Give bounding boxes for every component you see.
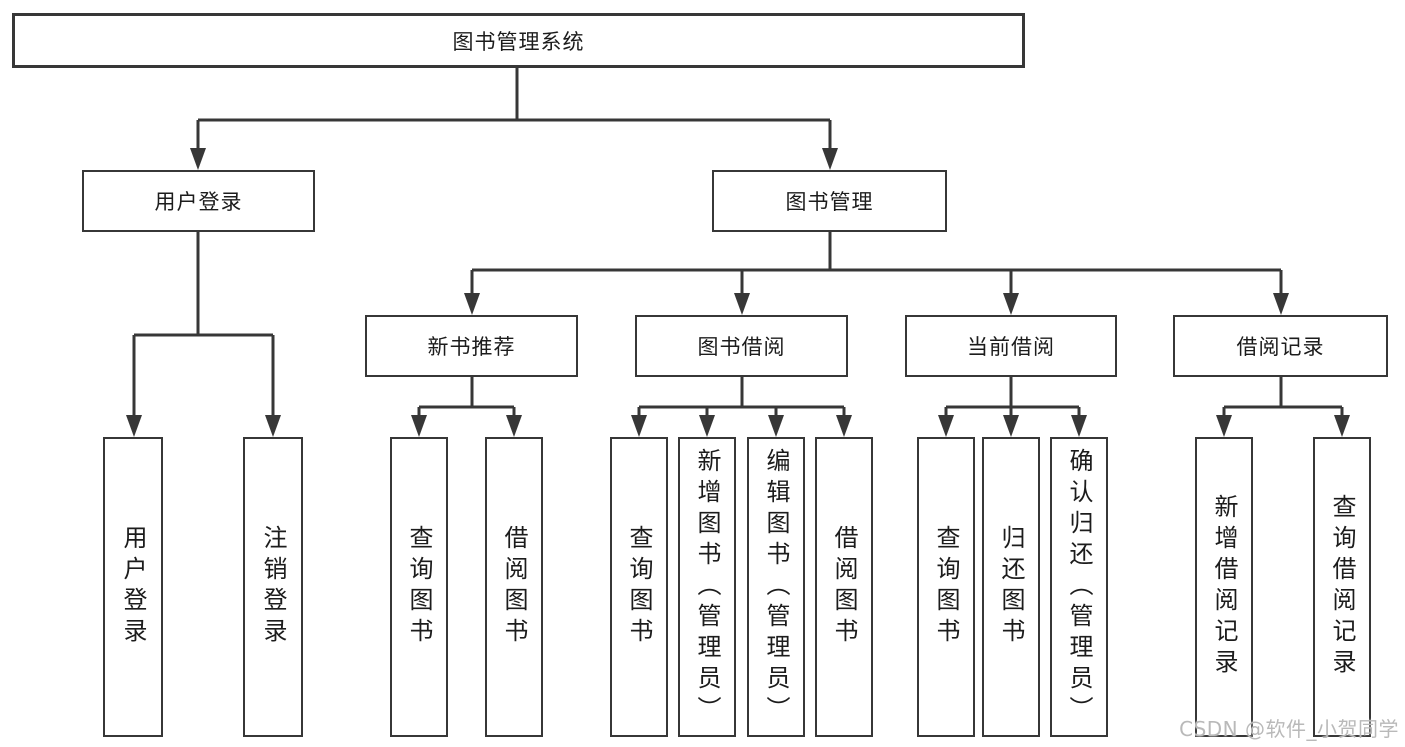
node-label: 借阅图书 — [830, 525, 858, 649]
node-label: 新增图书（管理员） — [693, 447, 721, 727]
node-current-borrowing: 当前借阅 — [905, 315, 1117, 377]
node-book-borrowing: 图书借阅 — [635, 315, 848, 377]
leaf-borrow-book: 借阅图书 — [815, 437, 873, 737]
leaf-add-book-admin: 新增图书（管理员） — [678, 437, 736, 737]
node-label: 新增借阅记录 — [1210, 494, 1238, 680]
csdn-watermark: CSDN @软件_小贺同学 — [1179, 717, 1399, 741]
leaf-logout-login: 注销登录 — [243, 437, 303, 737]
node-user-login: 用户登录 — [82, 170, 315, 232]
node-label: 确认归还（管理员） — [1065, 447, 1093, 727]
node-label: 查询图书 — [625, 525, 653, 649]
node-label: 图书借阅 — [697, 335, 786, 359]
leaf-add-borrow-record: 新增借阅记录 — [1195, 437, 1253, 737]
tree-edges — [132, 68, 1344, 417]
node-label: 图书管理 — [785, 190, 874, 214]
node-label: 查询图书 — [405, 525, 433, 649]
node-library-management-system: 图书管理系统 — [12, 13, 1025, 68]
leaf-user-login: 用户登录 — [103, 437, 163, 737]
leaf-confirm-return-admin: 确认归还（管理员） — [1050, 437, 1108, 737]
node-label: 用户登录 — [119, 525, 147, 649]
leaf-query-book-recommend: 查询图书 — [390, 437, 448, 737]
leaf-borrow-book-recommend: 借阅图书 — [485, 437, 543, 737]
leaf-query-borrow-record: 查询借阅记录 — [1313, 437, 1371, 737]
node-book-management: 图书管理 — [712, 170, 947, 232]
leaf-return-book: 归还图书 — [982, 437, 1040, 737]
leaf-query-book-current: 查询图书 — [917, 437, 975, 737]
node-label: 归还图书 — [997, 525, 1025, 649]
node-label: 查询图书 — [932, 525, 960, 649]
node-label: 借阅记录 — [1236, 335, 1325, 359]
node-new-book-recommend: 新书推荐 — [365, 315, 578, 377]
node-label: 注销登录 — [259, 525, 287, 649]
node-label: 用户登录 — [154, 190, 243, 214]
arrow-down-icons — [126, 148, 1350, 437]
node-label: 编辑图书（管理员） — [762, 447, 790, 727]
leaf-edit-book-admin: 编辑图书（管理员） — [747, 437, 805, 737]
node-label: 查询借阅记录 — [1328, 494, 1356, 680]
leaf-query-book-borrow: 查询图书 — [610, 437, 668, 737]
node-label: 当前借阅 — [967, 335, 1055, 359]
node-label: 新书推荐 — [427, 335, 516, 359]
node-label: 图书管理系统 — [452, 29, 585, 54]
node-label: 借阅图书 — [500, 525, 528, 649]
node-borrow-records: 借阅记录 — [1173, 315, 1388, 377]
